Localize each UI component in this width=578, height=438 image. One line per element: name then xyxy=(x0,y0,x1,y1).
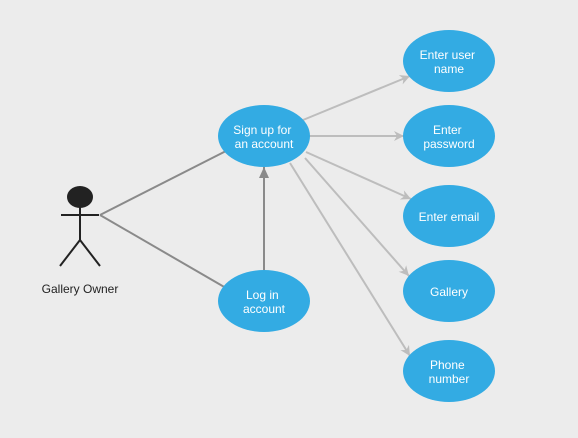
relation-actor-to-signup xyxy=(99,150,227,216)
usecase-enter-password[interactable]: Enter password xyxy=(403,105,495,167)
usecase-enter-user-name[interactable]: Enter user name xyxy=(403,30,495,92)
usecase-gallery-line-1: Gallery xyxy=(430,285,468,299)
actor-label: Gallery Owner xyxy=(42,282,119,296)
usecase-sign-up-line-1: Sign up for xyxy=(233,123,291,137)
usecase-enter-email[interactable]: Enter email xyxy=(403,185,495,247)
actor-head xyxy=(67,186,93,208)
usecase-enter-password-line-1: Enter xyxy=(433,123,462,137)
usecase-enter-password-label: Enter password xyxy=(423,123,474,151)
usecase-phone-number-line-2: number xyxy=(429,372,470,386)
usecase-log-in-line-1: Log in xyxy=(246,288,279,302)
usecase-log-in-ellipse xyxy=(218,270,310,332)
actor-right-leg xyxy=(79,239,101,267)
usecase-log-in-line-2: account xyxy=(243,302,286,316)
relation-signup-to-gallery xyxy=(304,157,410,277)
usecase-sign-up-ellipse xyxy=(218,105,310,167)
usecase-gallery[interactable]: Gallery xyxy=(403,260,495,322)
usecase-enter-user-name-label: Enter user name xyxy=(420,48,479,76)
usecase-enter-email-ellipse xyxy=(403,185,495,247)
usecase-phone-number-line-1: Phone xyxy=(430,358,465,372)
actor-gallery-owner[interactable]: Gallery Owner xyxy=(42,186,119,296)
relation-signup-to-email xyxy=(305,151,412,200)
usecase-log-in-label: Log in account xyxy=(243,288,286,316)
usecase-gallery-ellipse xyxy=(403,260,495,322)
relation-signup-to-phone xyxy=(289,162,411,357)
usecase-sign-up[interactable]: Sign up for an account xyxy=(218,105,310,167)
usecase-enter-password-ellipse xyxy=(403,105,495,167)
actor-left-leg xyxy=(59,239,81,267)
usecase-sign-up-line-2: an account xyxy=(235,137,294,151)
usecase-sign-up-label: Sign up for an account xyxy=(233,123,294,151)
usecase-log-in[interactable]: Log in account xyxy=(218,270,310,332)
usecase-enter-email-line-1: Enter email xyxy=(419,210,480,224)
usecase-phone-number-ellipse xyxy=(403,340,495,402)
usecase-enter-email-label: Enter email xyxy=(419,210,480,224)
usecase-enter-password-line-2: password xyxy=(423,137,474,151)
usecase-enter-user-name-line-1: Enter user xyxy=(420,48,475,62)
usecase-enter-user-name-ellipse xyxy=(403,30,495,92)
relation-signup-to-username xyxy=(302,75,411,121)
usecase-phone-number-label: Phone number xyxy=(429,358,470,386)
usecase-gallery-label: Gallery xyxy=(430,285,468,299)
usecase-enter-user-name-line-2: name xyxy=(434,62,464,76)
usecase-phone-number[interactable]: Phone number xyxy=(403,340,495,402)
relation-actor-to-login xyxy=(99,214,227,289)
